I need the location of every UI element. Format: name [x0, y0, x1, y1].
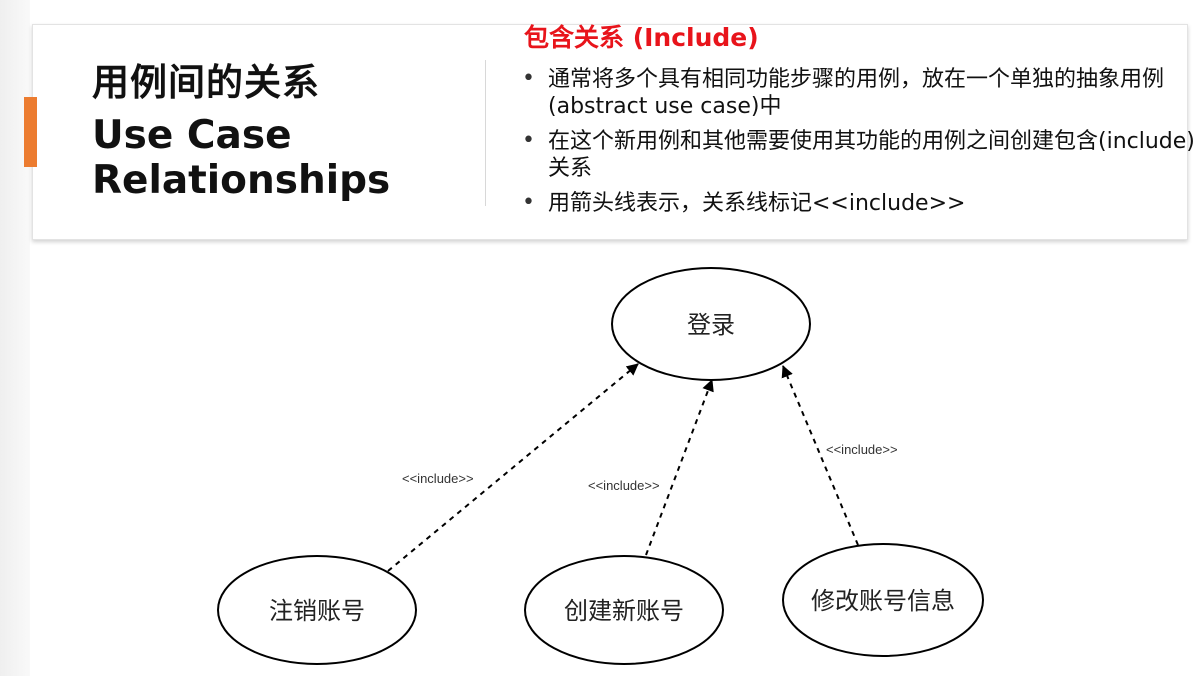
include-label-create: <<include>>	[588, 478, 660, 493]
include-arrow-modify	[781, 365, 859, 546]
slide-title-english: Use Case Relationships	[92, 113, 391, 203]
include-arrow-deregister	[387, 363, 639, 572]
accent-bar	[24, 97, 37, 167]
use-case-create-label: 创建新账号	[564, 597, 684, 625]
slide-title-chinese: 用例间的关系	[92, 61, 320, 104]
include-arrow-create	[645, 379, 714, 556]
bullet-dot: •	[522, 190, 535, 215]
bullet-item: • 通常将多个具有相同功能步骤的用例，放在一个单独的抽象用例(abstract …	[520, 66, 1200, 120]
bullet-text: 用箭头线表示，关系线标记<<include>>	[548, 191, 966, 216]
use-case-create-account: 创建新账号	[524, 555, 724, 665]
bullet-item: • 用箭头线表示，关系线标记<<include>>	[520, 190, 1200, 217]
bullet-dot: •	[522, 128, 535, 153]
use-case-deregister-account: 注销账号	[217, 555, 417, 665]
bullet-text: 在这个新用例和其他需要使用其功能的用例之间创建包含(include)关系	[548, 129, 1195, 181]
use-case-deregister-label: 注销账号	[269, 597, 365, 625]
header-card	[32, 24, 1188, 240]
include-label-modify: <<include>>	[826, 442, 898, 457]
section-heading: 包含关系 (Include)	[524, 23, 759, 52]
include-label-deregister: <<include>>	[402, 471, 474, 486]
bullet-list: • 通常将多个具有相同功能步骤的用例，放在一个单独的抽象用例(abstract …	[520, 66, 1200, 225]
use-case-modify-account: 修改账号信息	[782, 543, 984, 657]
header-divider	[485, 60, 486, 206]
use-case-login-label: 登录	[687, 311, 735, 339]
use-case-modify-label: 修改账号信息	[811, 587, 955, 615]
bullet-item: • 在这个新用例和其他需要使用其功能的用例之间创建包含(include)关系	[520, 128, 1200, 182]
bullet-text: 通常将多个具有相同功能步骤的用例，放在一个单独的抽象用例(abstract us…	[548, 67, 1165, 119]
use-case-login: 登录	[611, 267, 811, 381]
bullet-dot: •	[522, 66, 535, 91]
